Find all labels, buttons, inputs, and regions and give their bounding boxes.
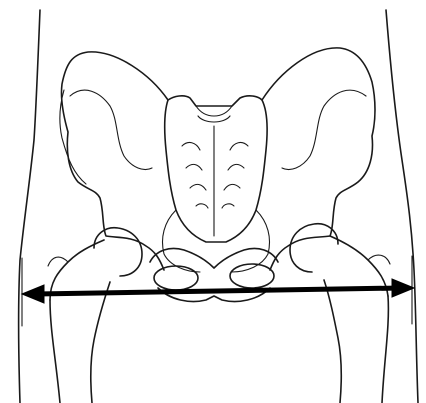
left-body-outline (19, 10, 41, 403)
sacral-body-top (196, 106, 232, 116)
right-iliac-inner (282, 90, 366, 169)
left-obturator-foramen (154, 266, 198, 290)
left-iliac-wing (61, 52, 168, 270)
sacral-foramina-4 (196, 204, 234, 208)
left-iliac-inner (70, 90, 152, 169)
sacral-foramina-2 (186, 164, 244, 170)
right-body-outline (386, 10, 418, 403)
left-iliac-crest (60, 90, 86, 184)
measurement-arrow-shaft (36, 288, 400, 294)
sacral-foramina-3 (190, 184, 240, 190)
sacral-foramina-1 (182, 143, 248, 150)
right-femur-shaft (324, 280, 388, 403)
right-arrowhead-icon (392, 279, 414, 297)
right-iliac-wing (262, 48, 375, 270)
left-femoral-head (94, 228, 142, 276)
left-arrowhead-icon (22, 285, 44, 303)
left-femur-shaft (50, 282, 110, 403)
sacral-promontory (198, 116, 230, 122)
sacrum (165, 96, 268, 242)
